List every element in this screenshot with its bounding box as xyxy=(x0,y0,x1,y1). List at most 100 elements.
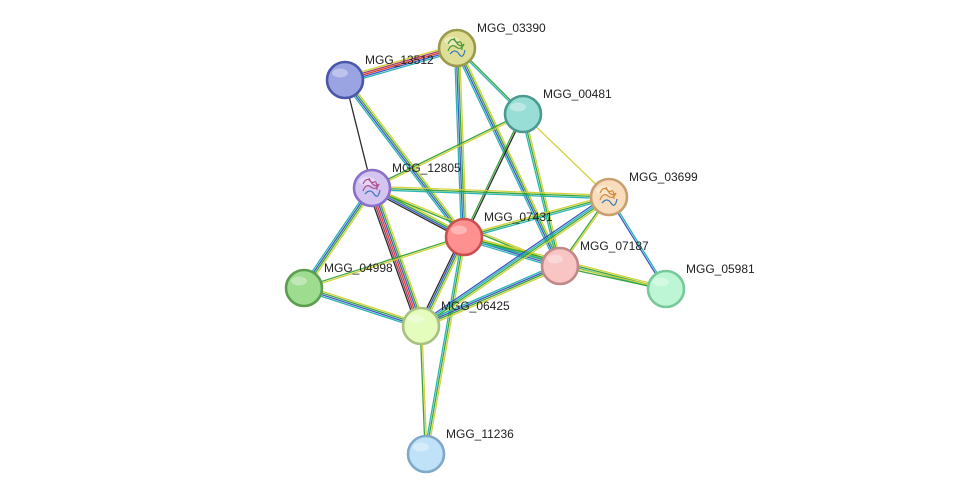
edge-MGG_12805-MGG_04998[interactable] xyxy=(301,186,375,290)
node-MGG_00481[interactable]: MGG_00481 xyxy=(503,87,612,134)
edge-evidence-line xyxy=(522,113,561,267)
node-highlight xyxy=(291,276,307,286)
node-circle[interactable] xyxy=(406,434,446,474)
node-label: MGG_06425 xyxy=(441,299,510,313)
edge-evidence-line xyxy=(305,189,375,290)
structure-strand xyxy=(447,38,465,52)
node-MGG_07187[interactable]: MGG_07187 xyxy=(540,239,649,286)
edge-evidence-line xyxy=(464,198,610,240)
node-label: MGG_04998 xyxy=(324,261,393,275)
edge-evidence-line xyxy=(423,236,463,454)
edge-evidence-line xyxy=(304,286,422,326)
node-MGG_12805[interactable]: MGG_12805 xyxy=(352,161,461,208)
node-circle[interactable] xyxy=(325,60,365,100)
edge-MGG_00481-MGG_07187[interactable] xyxy=(520,113,563,267)
edge-MGG_12805-MGG_03699[interactable] xyxy=(371,185,610,200)
node-MGG_13512[interactable]: MGG_13512 xyxy=(325,53,434,100)
node-circle[interactable] xyxy=(401,306,441,346)
edge-evidence-line xyxy=(455,48,464,238)
edge-MGG_07431-MGG_04998[interactable] xyxy=(303,235,465,290)
edge-MGG_13512-MGG_03390[interactable] xyxy=(343,44,459,84)
edge-evidence-line xyxy=(457,47,562,266)
edge-MGG_03390-MGG_07187[interactable] xyxy=(454,46,563,268)
node-label: MGG_07187 xyxy=(580,239,649,253)
node-highlight xyxy=(413,442,429,452)
node-highlight xyxy=(408,314,424,324)
edge-evidence-line xyxy=(372,114,524,190)
edge-MGG_06425-MGG_11236[interactable] xyxy=(419,325,428,455)
edge-evidence-line xyxy=(457,47,466,237)
node-MGG_05981[interactable]: MGG_05981 xyxy=(646,262,755,309)
node-label: MGG_13512 xyxy=(365,53,434,67)
edge-MGG_00481-MGG_07431[interactable] xyxy=(462,113,525,238)
edge-evidence-line xyxy=(344,47,458,81)
edge-evidence-line xyxy=(420,264,560,326)
node-circle[interactable] xyxy=(444,217,484,257)
edge-MGG_00481-MGG_12805[interactable] xyxy=(371,112,524,190)
edge-MGG_07431-MGG_11236[interactable] xyxy=(423,236,467,455)
edge-evidence-line xyxy=(454,48,559,268)
edge-evidence-line xyxy=(345,50,459,84)
edge-evidence-line xyxy=(458,46,563,266)
node-circle[interactable] xyxy=(284,268,324,308)
edge-evidence-line xyxy=(463,196,610,238)
edge-evidence-line xyxy=(427,237,467,455)
edge-MGG_07431-MGG_03699[interactable] xyxy=(463,194,610,240)
node-MGG_11236[interactable]: MGG_11236 xyxy=(406,427,514,474)
edge-evidence-line xyxy=(421,325,428,454)
edge-evidence-line xyxy=(304,237,465,290)
node-label: MGG_11236 xyxy=(446,427,514,441)
edge-evidence-line xyxy=(463,194,609,236)
edge-evidence-line xyxy=(462,113,523,237)
edge-evidence-line xyxy=(342,81,463,239)
node-highlight xyxy=(510,102,526,112)
node-MGG_04998[interactable]: MGG_04998 xyxy=(284,261,393,308)
edge-evidence-line xyxy=(453,48,463,238)
edge-evidence-line xyxy=(304,188,374,289)
protein-structure-icon xyxy=(362,177,381,197)
node-MGG_06425[interactable]: MGG_06425 xyxy=(401,299,510,346)
edge-evidence-line xyxy=(520,114,559,267)
edge-evidence-line xyxy=(304,284,422,325)
edge-evidence-line xyxy=(344,45,457,79)
node-label: MGG_07431 xyxy=(484,210,553,224)
edge-evidence-line xyxy=(345,49,458,83)
edge-evidence-line xyxy=(345,79,466,237)
edge-evidence-line xyxy=(422,198,611,329)
edge-evidence-line xyxy=(346,78,467,236)
node-MGG_03390[interactable]: MGG_03390 xyxy=(437,21,546,68)
edge-evidence-line xyxy=(301,186,371,287)
edge-evidence-line xyxy=(371,189,609,200)
structure-strand xyxy=(601,198,618,206)
edge-evidence-line xyxy=(421,267,562,329)
edge-evidence-line xyxy=(302,187,372,288)
node-circle[interactable] xyxy=(503,94,543,134)
edge-evidence-line xyxy=(419,194,608,325)
edge-MGG_00481-MGG_03699[interactable] xyxy=(522,113,610,198)
node-circle[interactable] xyxy=(540,246,580,286)
structure-strand xyxy=(453,37,463,51)
edge-evidence-line xyxy=(464,114,525,238)
edge-MGG_03699-MGG_06425[interactable] xyxy=(419,194,611,329)
node-label: MGG_12805 xyxy=(392,161,461,175)
node-highlight xyxy=(451,225,467,235)
edge-evidence-line xyxy=(425,236,465,455)
edge-evidence-line xyxy=(371,187,610,198)
edge-evidence-line xyxy=(419,263,560,325)
edge-evidence-line xyxy=(524,113,563,266)
structure-strand xyxy=(605,186,615,200)
structure-strand xyxy=(362,178,380,192)
edge-MGG_07187-MGG_06425[interactable] xyxy=(419,263,562,329)
node-MGG_03699[interactable]: MGG_03699 xyxy=(589,170,698,217)
node-circle[interactable] xyxy=(646,269,686,309)
edge-MGG_03390-MGG_07431[interactable] xyxy=(453,47,468,238)
structure-strand xyxy=(449,49,466,57)
edge-evidence-line xyxy=(522,113,610,198)
node-MGG_07431[interactable]: MGG_07431 xyxy=(444,210,553,257)
edge-MGG_04998-MGG_06425[interactable] xyxy=(303,284,422,330)
node-label: MGG_03390 xyxy=(477,21,546,35)
edge-evidence-line xyxy=(303,289,421,330)
edge-MGG_13512-MGG_07431[interactable] xyxy=(342,78,467,239)
node-highlight xyxy=(332,68,348,78)
